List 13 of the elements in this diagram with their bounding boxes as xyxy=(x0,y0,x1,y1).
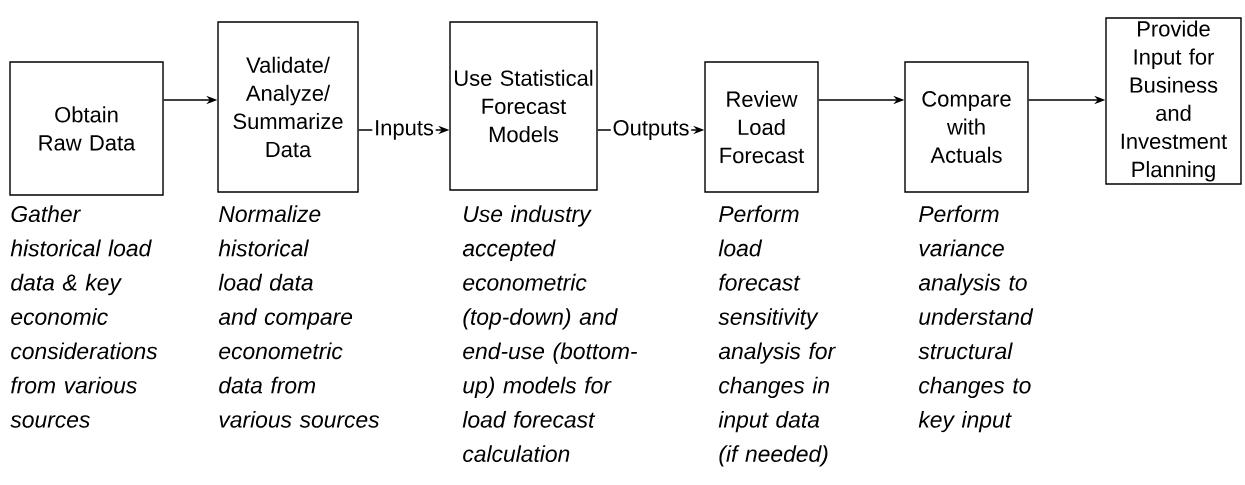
description-text: Perform variance analysis to understand structural changes to key input xyxy=(918,205,1034,433)
description-text: Gather historical load data & key economic considerations from various sources xyxy=(10,205,158,428)
process-box: Validate/ Analyze/ Summarize Data xyxy=(217,21,359,193)
description-text: Perform load forecast sensitivity analysis for changes in input data (if needed) xyxy=(718,205,836,467)
description-text: Use industry accepted econometric (top-down) and end-use (bottom-up) models for load forecast calculation xyxy=(462,205,638,462)
edge-label: Outputs xyxy=(610,118,692,142)
process-box: Use Statistical Forecast Models xyxy=(449,21,598,191)
description-text: Normalize historical load data and compare econometric data from various sources xyxy=(218,205,380,428)
process-box: Compare with Actuals xyxy=(904,61,1029,193)
process-box: Obtain Raw Data xyxy=(9,61,164,196)
edge-label: Inputs xyxy=(372,118,436,142)
process-box: Provide Input for Business and Investment Planning xyxy=(1105,17,1242,185)
process-box: Review Load Forecast xyxy=(704,61,819,193)
